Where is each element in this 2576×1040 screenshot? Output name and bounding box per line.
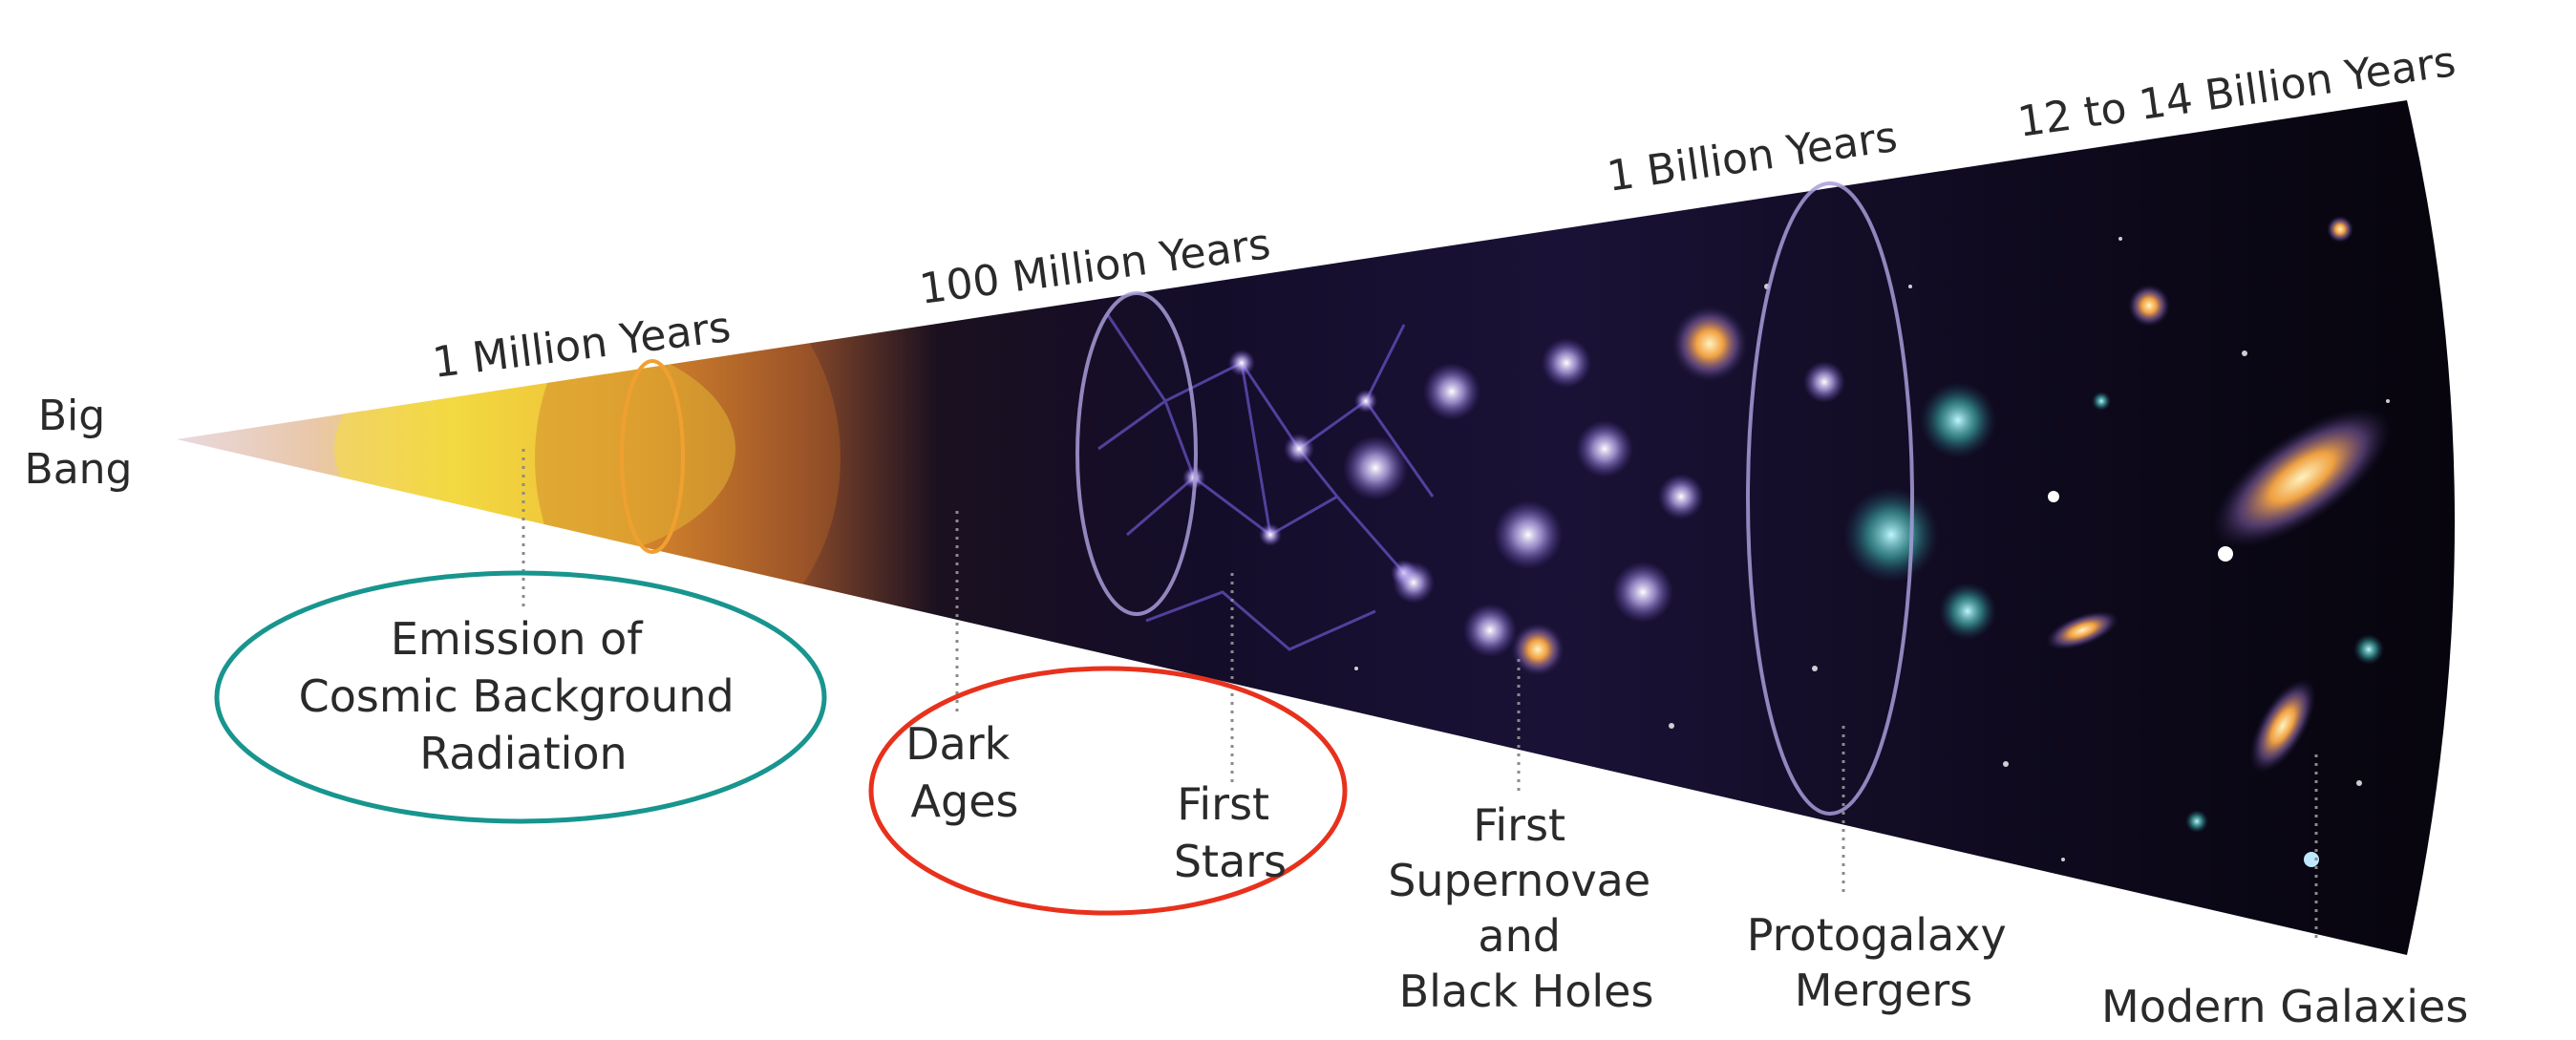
big-bang-label: Big Bang xyxy=(25,392,133,494)
timeline-cone xyxy=(177,100,2455,955)
dark-ages-label: Dark Ages xyxy=(905,718,1024,827)
first-stars-label: First Stars xyxy=(1174,778,1287,887)
protogalaxy-mergers-label: Protogalaxy Mergers xyxy=(1747,909,2021,1016)
modern-galaxies-label: Modern Galaxies xyxy=(2101,981,2468,1032)
emission-cosmic-background-label: Emission of Cosmic Background Radiation xyxy=(299,613,749,779)
first-supernovae-label: First Supernovae and Black Holes xyxy=(1388,799,1665,1017)
